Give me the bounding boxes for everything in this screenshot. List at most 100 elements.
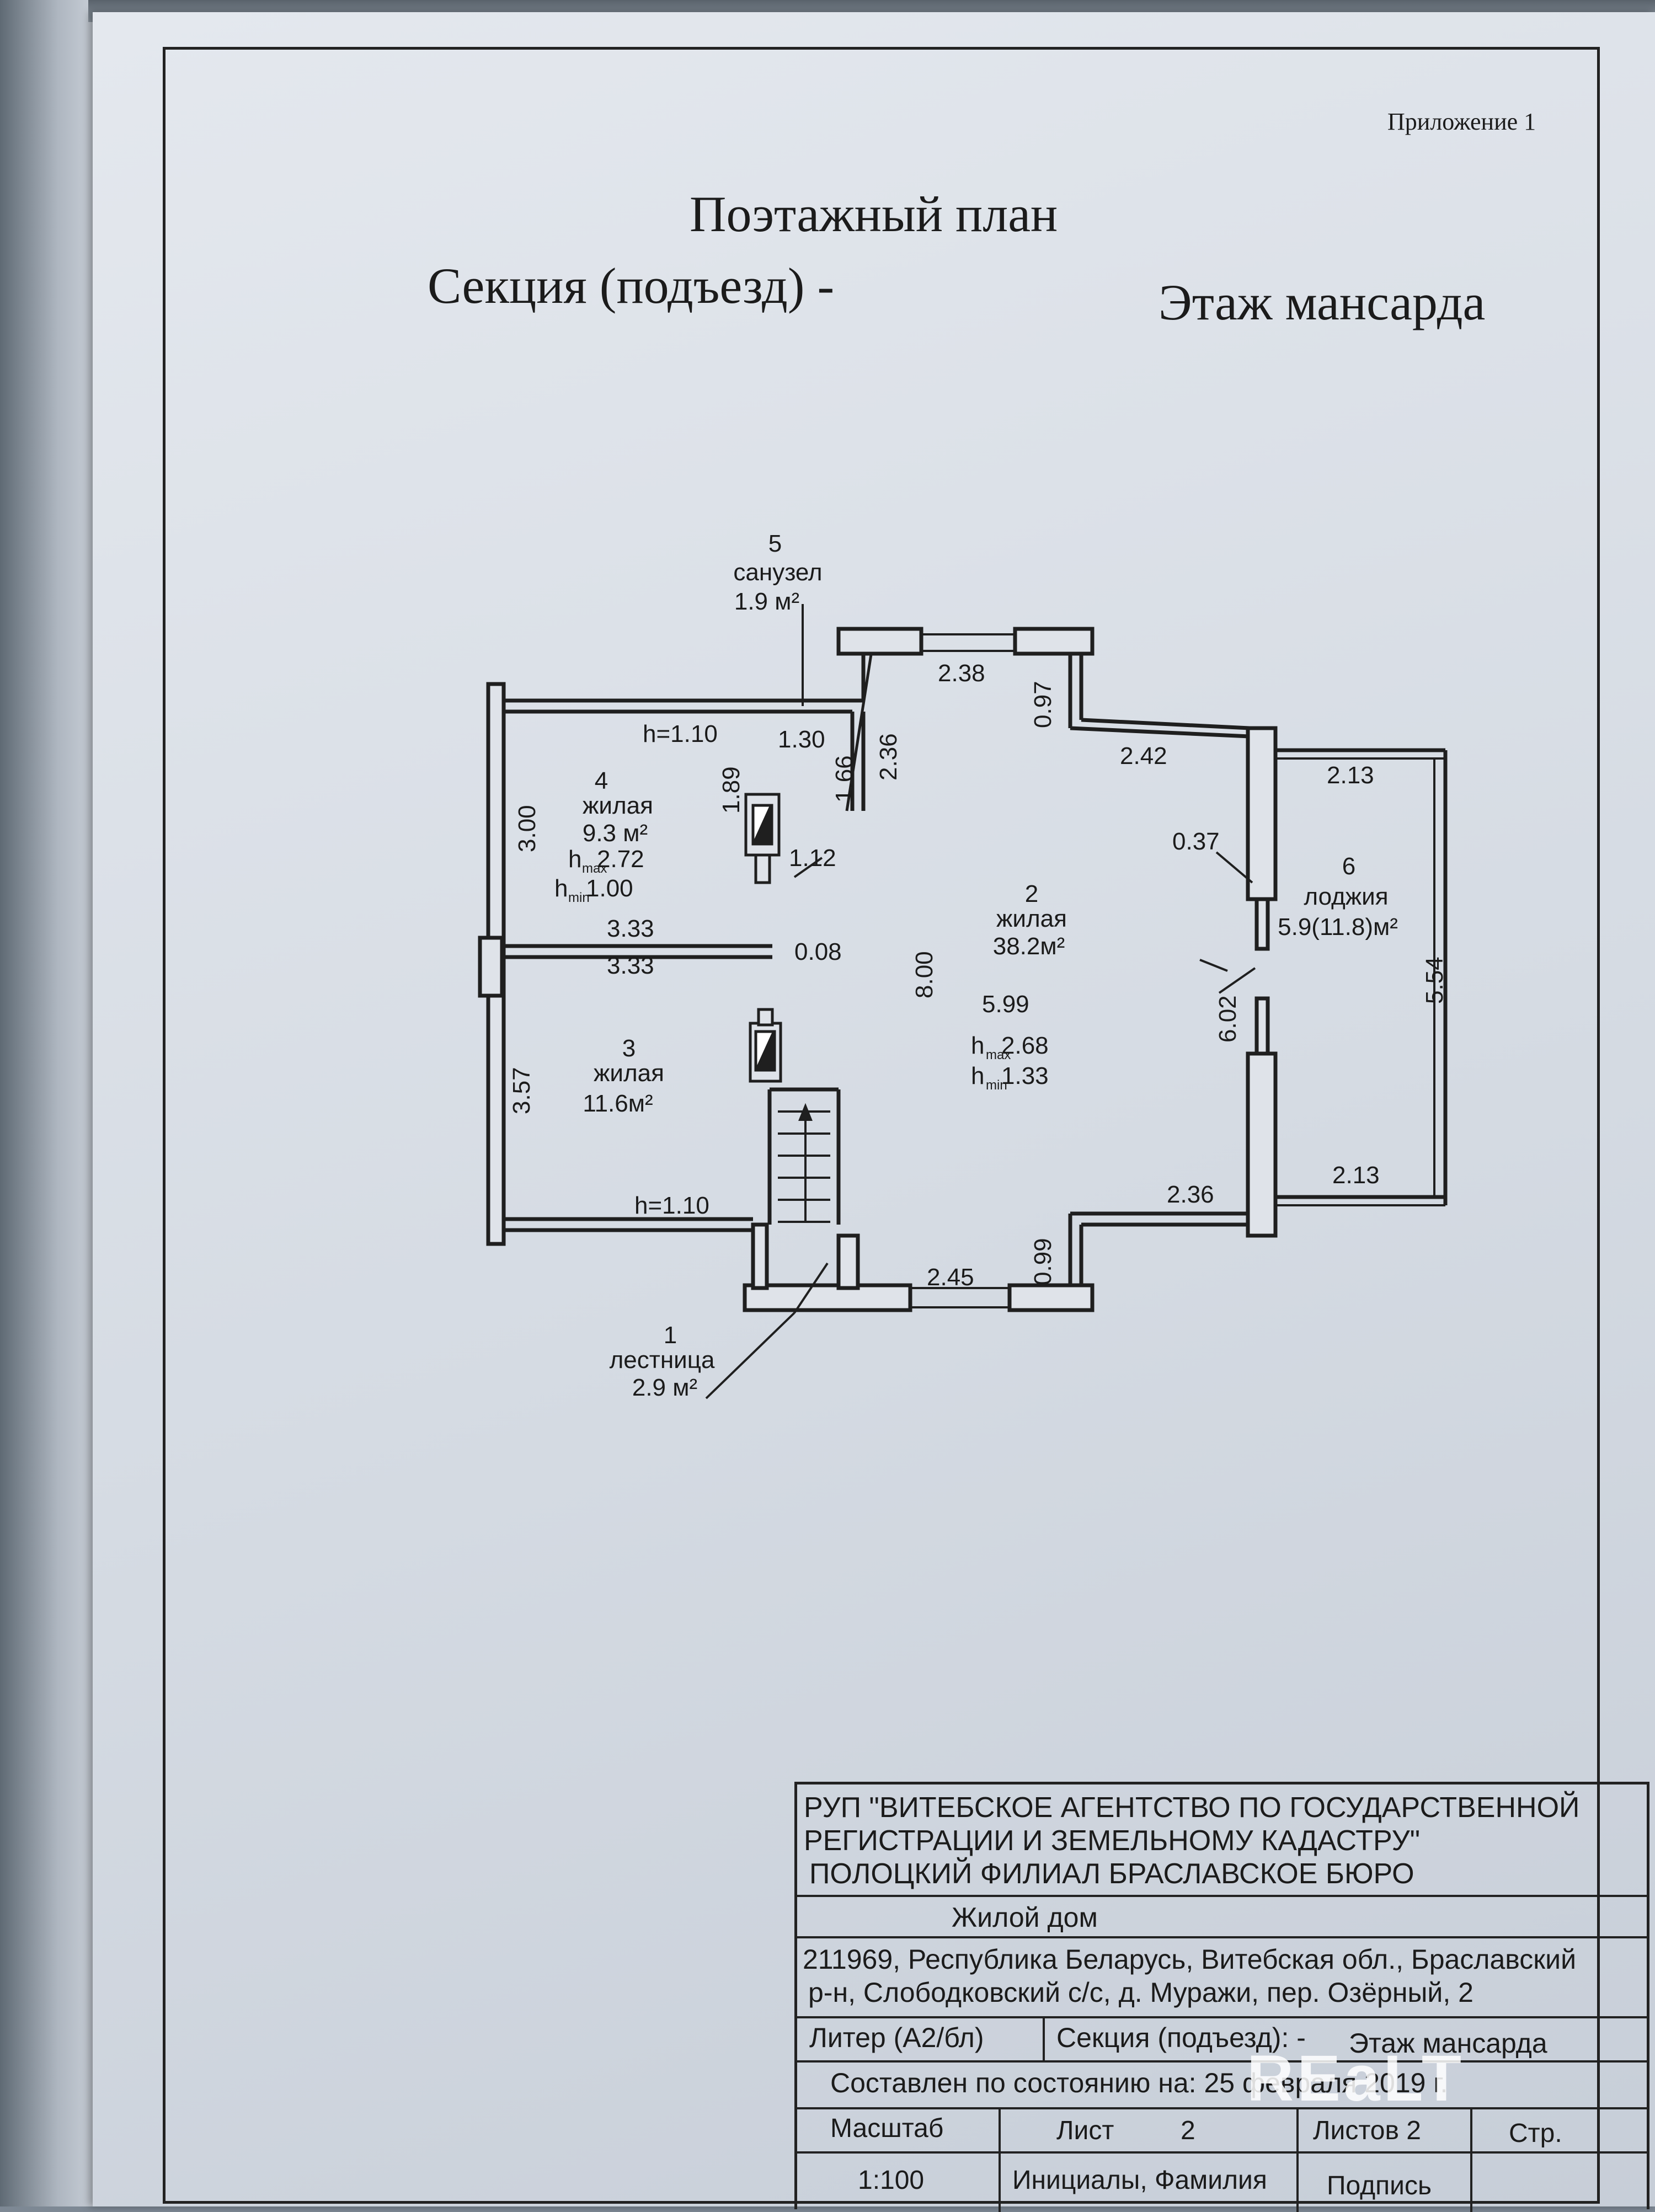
dim-357: 3.57 bbox=[508, 1067, 535, 1114]
room2-hmax: 2.68 bbox=[1001, 1032, 1049, 1059]
dim-333b: 3.33 bbox=[607, 952, 654, 979]
row-divider bbox=[797, 2060, 1647, 2063]
room2-number: 2 bbox=[1025, 880, 1038, 907]
room4-hmax: 2.72 bbox=[597, 846, 644, 873]
dim-166: 1.66 bbox=[831, 755, 858, 803]
org-line-3: ПОЛОЦКИЙ ФИЛИАЛ БРАСЛАВСКОЕ БЮРО bbox=[809, 1858, 1414, 1890]
room4-hmin: 1.00 bbox=[586, 875, 633, 902]
wall-right-upper bbox=[1246, 726, 1278, 901]
room4-hmin-sub: min bbox=[568, 890, 590, 905]
stoves bbox=[744, 793, 782, 1083]
document-frame bbox=[163, 47, 1600, 2204]
compiled-date: Составлен по состоянию на: 25 февраля 20… bbox=[830, 2067, 1448, 2098]
room6-area: 5.9(11.8)м² bbox=[1278, 913, 1398, 941]
dim-110a: h=1.10 bbox=[643, 720, 718, 747]
dim-189: 1.89 bbox=[718, 766, 745, 814]
object-name: Жилой дом bbox=[952, 1902, 1098, 1933]
row-divider bbox=[797, 2151, 1647, 2154]
room3-number: 3 bbox=[622, 1035, 636, 1062]
room4-hmax-sub: max bbox=[582, 861, 607, 876]
scale-label: Масштаб bbox=[830, 2114, 944, 2143]
dim-800: 8.00 bbox=[911, 951, 938, 998]
dim-236b: 2.36 bbox=[1167, 1181, 1214, 1208]
room2-hmin: 1.33 bbox=[1001, 1062, 1049, 1089]
dim-130: 1.30 bbox=[778, 726, 825, 753]
section-value: Секция (подъезд): - bbox=[1056, 2022, 1306, 2053]
dim-110b: h=1.10 bbox=[634, 1192, 709, 1219]
room2-hmin-h: h bbox=[971, 1062, 984, 1089]
row-divider bbox=[797, 2107, 1647, 2109]
room2-hmax-sub: max bbox=[986, 1048, 1011, 1062]
dim-245: 2.45 bbox=[927, 1264, 974, 1291]
room3-area: 11.6м² bbox=[583, 1090, 653, 1117]
dim-008: 0.08 bbox=[794, 938, 842, 965]
dim-238: 2.38 bbox=[938, 660, 985, 687]
floor-value: Этаж мансарда bbox=[1349, 2028, 1547, 2059]
org-line-2: РЕГИСТРАЦИИ И ЗЕМЕЛЬНОМУ КАДАСТРУ" bbox=[804, 1825, 1421, 1857]
wall-bottom-block-right bbox=[1007, 1283, 1095, 1312]
dim-300: 3.00 bbox=[514, 805, 541, 852]
room4-name: жилая bbox=[583, 792, 653, 819]
scale-value: 1:100 bbox=[858, 2166, 925, 2195]
leader-lines bbox=[705, 604, 1256, 1399]
section-heading: Секция (подъезд) - bbox=[428, 258, 835, 314]
room6-number: 6 bbox=[1342, 853, 1355, 880]
dim-112: 1.12 bbox=[789, 845, 836, 872]
room1-area: 2.9 м² bbox=[632, 1374, 697, 1401]
plan-walls bbox=[478, 627, 1448, 1312]
room5-name: санузел bbox=[733, 559, 822, 586]
room4-hmax-h: h bbox=[568, 846, 581, 873]
watermark-logo: REaLT bbox=[1247, 2042, 1465, 2115]
document-sheet bbox=[93, 12, 1655, 2206]
row-divider bbox=[797, 2016, 1647, 2018]
room5-area: 1.9 м² bbox=[734, 588, 799, 615]
page-label: Стр. bbox=[1509, 2119, 1562, 2148]
dim-099: 0.99 bbox=[1029, 1238, 1056, 1285]
room4-area: 9.3 м² bbox=[583, 820, 648, 847]
sheet-value: 2 bbox=[1181, 2116, 1195, 2145]
floor-heading: Этаж мансарда bbox=[1158, 274, 1486, 330]
wall-left-pillar bbox=[478, 936, 504, 998]
initials-label: Инициалы, Фамилия bbox=[1012, 2166, 1267, 2195]
wall-top-block-left bbox=[836, 627, 923, 656]
wall-bottom-block-left bbox=[743, 1283, 912, 1312]
plan-title: Поэтажный план bbox=[690, 186, 1058, 242]
liter: Литер (А2/бл) bbox=[809, 2022, 984, 2053]
dim-236a: 2.36 bbox=[875, 733, 902, 781]
room1-name: лестница bbox=[610, 1347, 715, 1374]
dim-213a: 2.13 bbox=[1327, 762, 1374, 789]
room3-name: жилая bbox=[594, 1060, 664, 1087]
dim-037: 0.37 bbox=[1172, 828, 1220, 855]
room5-number: 5 bbox=[768, 530, 782, 557]
dim-213b: 2.13 bbox=[1332, 1162, 1380, 1189]
room6-name: лоджия bbox=[1304, 883, 1388, 910]
room2-hmin-sub: min bbox=[986, 1078, 1007, 1093]
stairs bbox=[778, 1103, 830, 1223]
address-line-2: р-н, Слободковский с/с, д. Муражи, пер. … bbox=[808, 1977, 1474, 2008]
appendix-label: Приложение 1 bbox=[1387, 108, 1536, 135]
dim-333a: 3.33 bbox=[607, 915, 654, 942]
room2-area: 38.2м² bbox=[993, 933, 1065, 960]
background-pages bbox=[0, 0, 105, 2206]
dim-554: 5.54 bbox=[1421, 957, 1448, 1004]
room1-number: 1 bbox=[664, 1322, 677, 1349]
sheet-label: Лист bbox=[1056, 2116, 1114, 2145]
sheets-count: Листов 2 bbox=[1313, 2116, 1421, 2145]
signature-label: Подпись bbox=[1327, 2171, 1432, 2200]
row-divider bbox=[797, 1936, 1647, 1938]
row-divider bbox=[797, 1895, 1647, 1897]
dim-242: 2.42 bbox=[1120, 742, 1167, 770]
room4-number: 4 bbox=[595, 767, 608, 794]
wall-top-block-right bbox=[1013, 627, 1095, 656]
dim-602: 6.02 bbox=[1214, 995, 1241, 1043]
room4-hmin-h: h bbox=[554, 875, 568, 902]
wall-right-lower bbox=[1246, 1051, 1278, 1238]
room2-name: жилая bbox=[996, 905, 1067, 932]
dim-097: 0.97 bbox=[1029, 681, 1056, 728]
room2-hmax-h: h bbox=[971, 1032, 984, 1059]
org-line-1: РУП "ВИТЕБСКОЕ АГЕНТСТВО ПО ГОСУДАРСТВЕН… bbox=[804, 1792, 1580, 1824]
title-block: РУП "ВИТЕБСКОЕ АГЕНТСТВО ПО ГОСУДАРСТВЕН… bbox=[794, 1782, 1649, 2212]
address-line-1: 211969, Республика Беларусь, Витебская о… bbox=[803, 1944, 1577, 1975]
